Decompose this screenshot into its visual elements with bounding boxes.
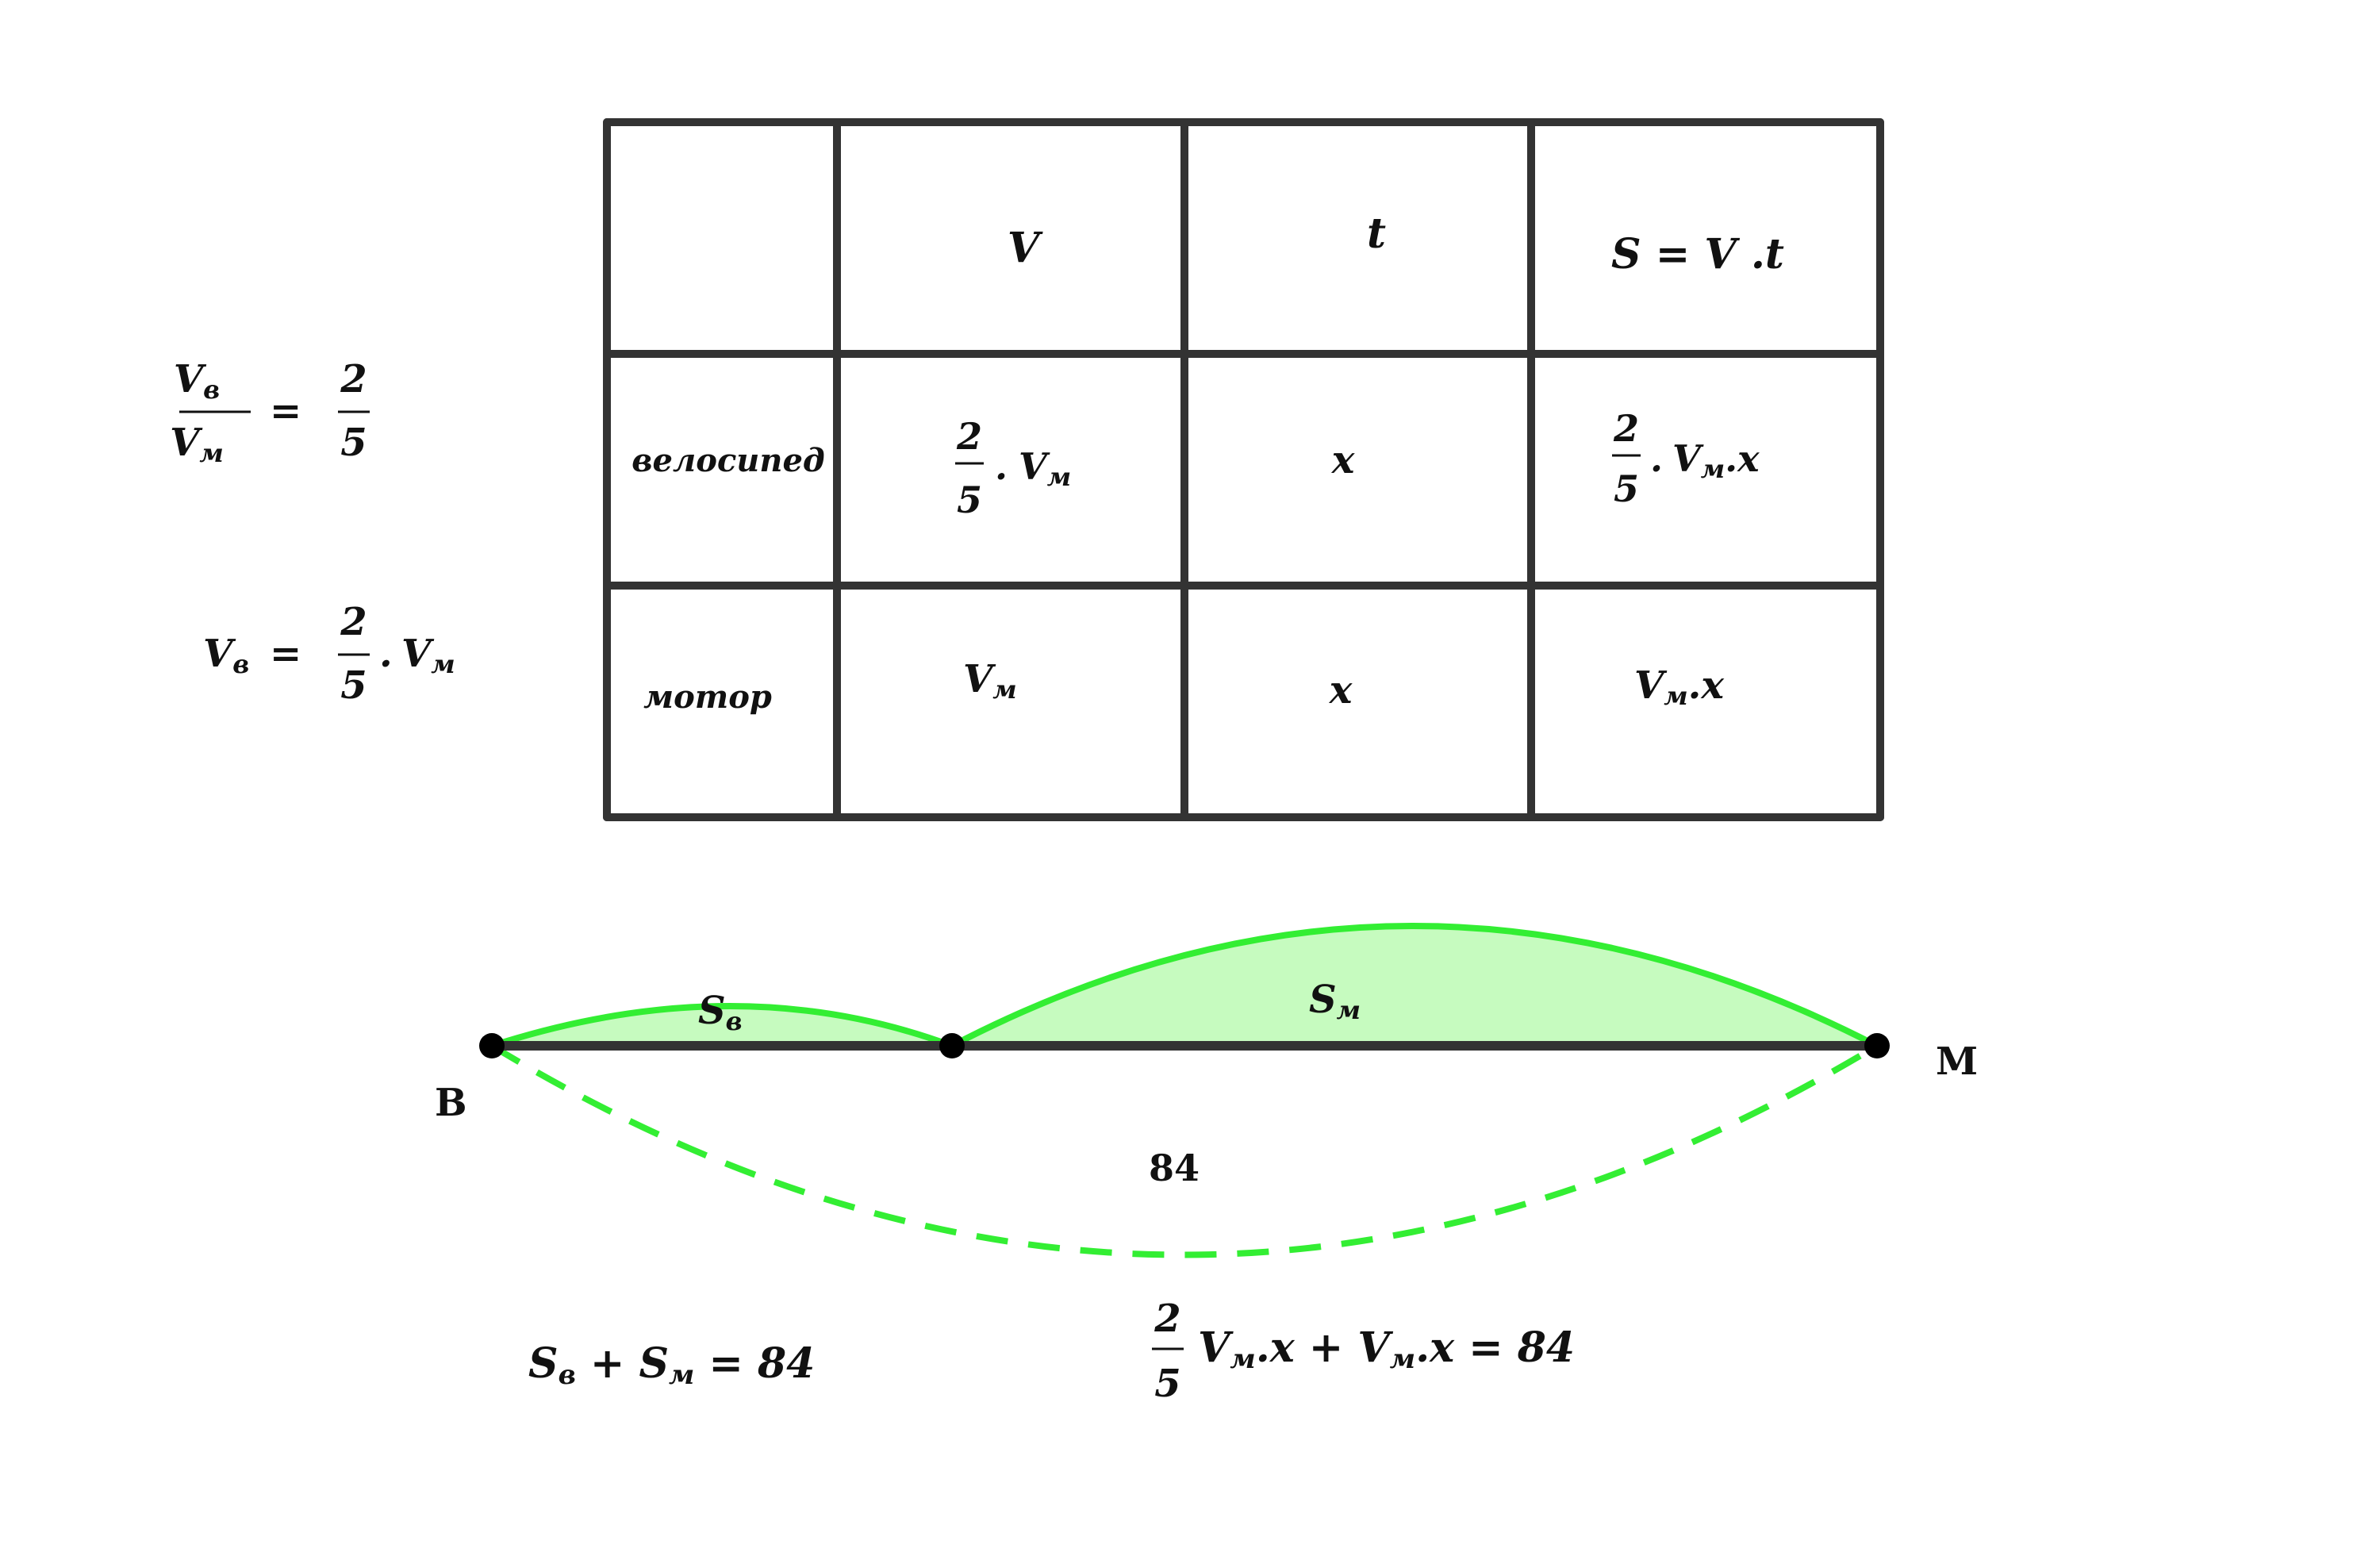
equation-expanded: 2 5 Vм.x+Vм.x=84: [1152, 1297, 1575, 1406]
svg-text:.: .: [995, 445, 1008, 488]
segment-diagram: [479, 923, 1890, 1258]
table-row-motor-label: мотор: [643, 678, 772, 716]
arc-motor-distance: [950, 923, 1879, 1049]
table-motor-distance: Vм.x: [1634, 663, 1725, 711]
table-header-velocity: V: [1008, 224, 1043, 272]
svg-text:.: .: [1650, 437, 1663, 480]
table-bicycle-time: x: [1331, 438, 1356, 482]
label-point-b: B: [435, 1081, 467, 1125]
arc-bicycle-distance: [490, 1003, 954, 1049]
expr-equals: =: [270, 632, 301, 676]
motion-table-grid: [603, 118, 1884, 821]
label-bicycle-distance: Sв: [698, 989, 743, 1036]
svg-text:2: 2: [1613, 407, 1639, 450]
expr-frac-numerator: 2: [340, 600, 367, 644]
svg-text:2: 2: [1154, 1297, 1180, 1341]
expr-frac-denominator: 5: [340, 663, 367, 708]
table-motor-time: x: [1329, 668, 1353, 713]
table-bicycle-distance: 2 5 . Vм.x: [1612, 407, 1760, 510]
svg-text:2: 2: [956, 415, 982, 458]
svg-text:Vм.x+Vм.x=84: Vм.x+Vм.x=84: [1198, 1323, 1575, 1375]
expr-dot: .: [379, 632, 393, 676]
equation-sum: Sв+Sм=84: [528, 1339, 815, 1391]
table-bicycle-velocity: 2 5 . Vм: [955, 415, 1071, 521]
velocity-expression: Vв = 2 5 . Vм: [203, 600, 455, 708]
table-header-time: t: [1367, 209, 1386, 258]
svg-text:Vм.x: Vм.x: [1672, 437, 1760, 484]
svg-text:Vм: Vм: [1019, 445, 1071, 492]
label-point-m: M: [1936, 1039, 1978, 1084]
ratio-formula: Vв Vм = 2 5: [170, 357, 370, 468]
expr-rhs: Vм: [401, 632, 455, 679]
arc-total-distance-dashed: [489, 1043, 1879, 1258]
ratio-denominator: Vм: [170, 421, 224, 468]
point-m: [1864, 1033, 1890, 1058]
svg-text:5: 5: [1154, 1362, 1180, 1406]
label-total-distance: 84: [1149, 1147, 1200, 1189]
point-b: [479, 1033, 505, 1058]
ratio-value-denominator: 5: [340, 421, 367, 465]
ratio-value-numerator: 2: [340, 357, 367, 401]
svg-text:5: 5: [957, 478, 982, 521]
point-meeting: [939, 1033, 965, 1058]
label-motor-distance: Sм: [1309, 978, 1361, 1025]
ratio-numerator: Vв: [174, 357, 220, 405]
expr-lhs: Vв: [203, 632, 249, 679]
table-motor-velocity: Vм: [963, 657, 1017, 705]
table-row-bicycle-label: велосипед: [631, 442, 824, 479]
table-header-distance: S = V .t: [1611, 230, 1784, 279]
ratio-equals: =: [270, 389, 301, 433]
svg-text:5: 5: [1614, 467, 1639, 510]
